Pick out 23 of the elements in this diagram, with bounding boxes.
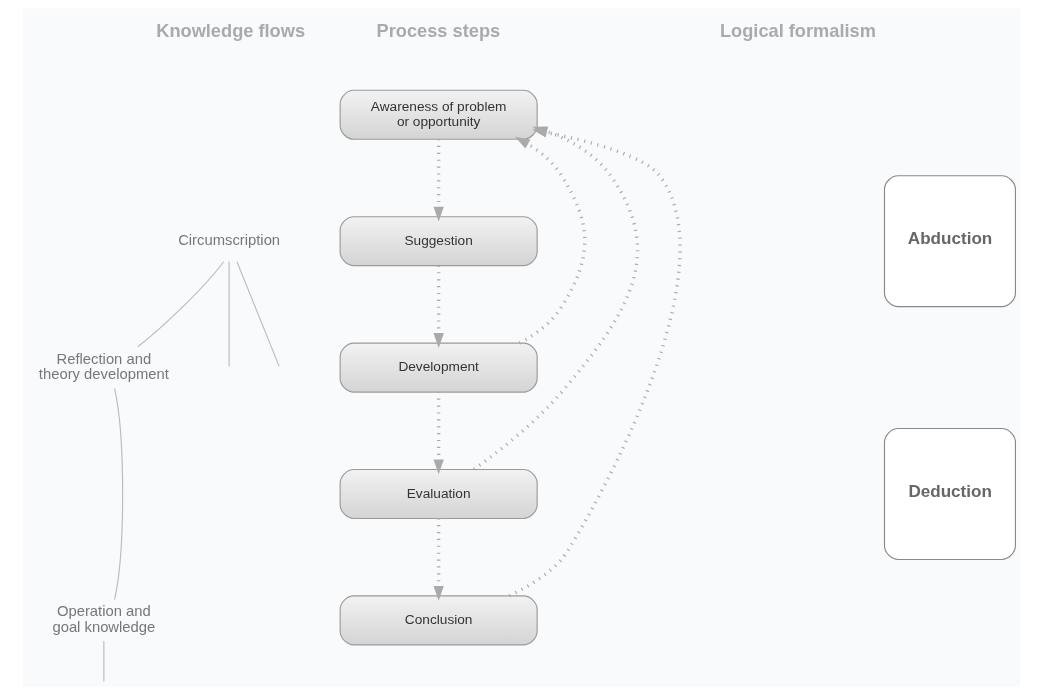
connector — [228, 261, 230, 367]
connector — [113, 387, 124, 601]
connector — [137, 261, 225, 348]
node-box: Conclusion — [339, 595, 538, 646]
arrow — [433, 392, 444, 475]
node-box: Evaluation — [339, 468, 538, 520]
node-text: Operation and goal knowledge — [52, 603, 156, 636]
label: Knowledge flows — [156, 20, 306, 41]
label: Process steps — [376, 20, 501, 41]
node-box: Suggestion — [339, 216, 538, 267]
node-text: Circumscription — [178, 232, 281, 249]
node-text: Reflection and theory development — [38, 350, 169, 383]
node-box: Awareness of problem or opportunity — [339, 89, 538, 140]
connector — [236, 261, 280, 367]
arrow — [433, 139, 444, 222]
label: Logical formalism — [719, 20, 876, 41]
node-box: Deduction — [883, 427, 1016, 561]
arrow — [433, 518, 444, 601]
node-box: Development — [339, 342, 538, 393]
connector — [103, 640, 105, 682]
arrow — [433, 265, 444, 348]
node-box: Abduction — [883, 175, 1016, 308]
arrow — [514, 136, 587, 345]
